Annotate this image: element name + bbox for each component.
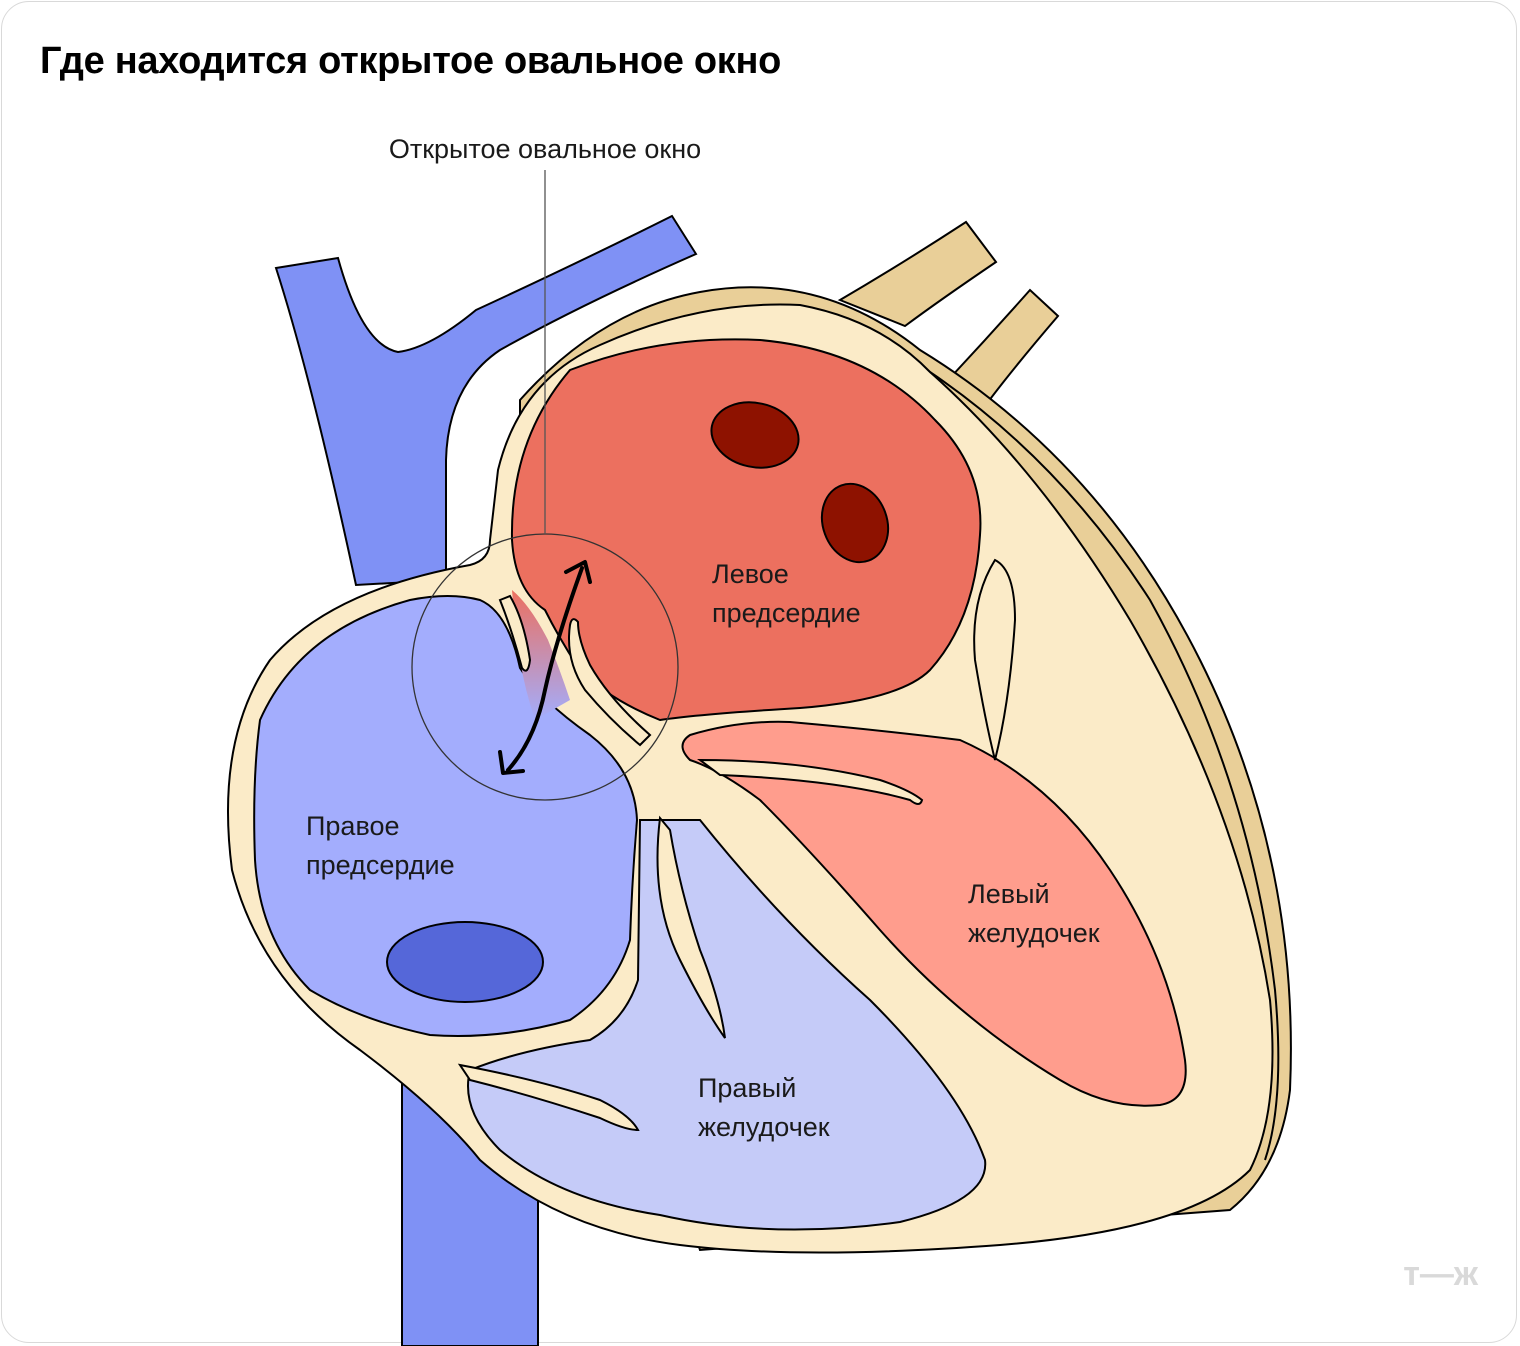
page-title: Где находится открытое овальное окно bbox=[40, 40, 782, 82]
septum-primum-flap bbox=[498, 594, 532, 672]
superior-vena-cava bbox=[274, 214, 698, 587]
label-right-atrium-line-2: предсердие bbox=[306, 850, 455, 880]
brand-logo: т—ж bbox=[1403, 1255, 1479, 1293]
outer-wall-inner-line bbox=[929, 371, 1280, 1161]
label-left-atrium-line-1: Левое bbox=[712, 559, 789, 589]
label-left-ventricle-line-2: желудочек bbox=[968, 918, 1100, 948]
right-ventricle bbox=[467, 819, 987, 1231]
coronary-sinus-opening bbox=[386, 921, 544, 1003]
label-left-atrium-line-2: предсердие bbox=[712, 598, 861, 628]
left-ventricle-band-right bbox=[973, 558, 1017, 761]
label-left-ventricle-line-1: Левый bbox=[968, 879, 1050, 909]
shunt-flow-arrow bbox=[506, 566, 584, 772]
foramen-ovale-passage bbox=[512, 590, 570, 720]
septum-secundum-flap bbox=[568, 618, 652, 747]
right-ventricle-band-lower bbox=[457, 1063, 640, 1132]
pulmonary-vein-opening-1 bbox=[710, 401, 800, 469]
pulmonary-vein-opening-2 bbox=[820, 482, 890, 564]
label-foramen-ovale: Открытое овальное окно bbox=[389, 134, 701, 164]
label-right-ventricle-line-2: желудочек bbox=[698, 1112, 830, 1142]
great-vessel-lower bbox=[948, 288, 1060, 412]
label-right-atrium-line-1: Правое bbox=[306, 811, 400, 841]
arrow-head-bottom bbox=[498, 750, 525, 775]
left-ventricle-band-upper bbox=[696, 758, 924, 805]
great-vessel-upper bbox=[837, 220, 998, 328]
right-ventricle-band-upper bbox=[656, 815, 726, 1039]
left-ventricle bbox=[681, 720, 1187, 1107]
label-right-ventricle-line-1: Правый bbox=[698, 1073, 796, 1103]
arrow-head-top bbox=[564, 560, 592, 584]
